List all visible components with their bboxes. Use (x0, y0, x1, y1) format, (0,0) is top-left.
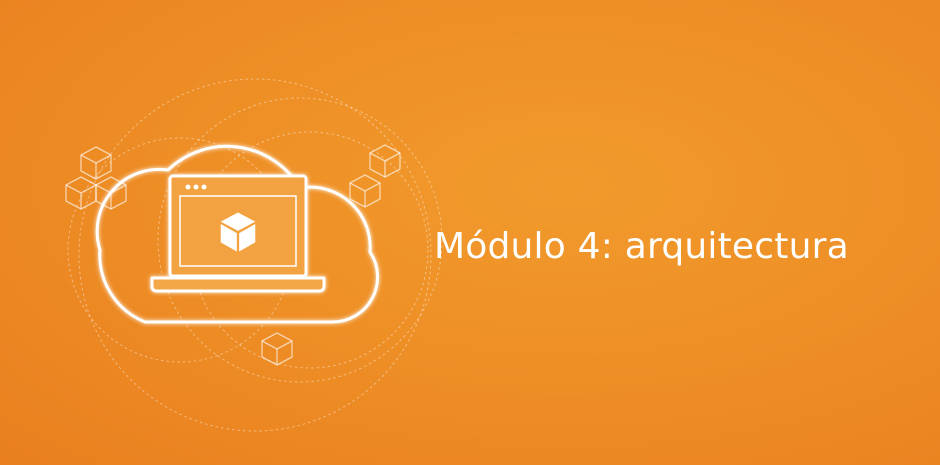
cube-stack-icon (65, 146, 127, 210)
cube-icon (261, 332, 293, 366)
cloud-icon (95, 144, 380, 324)
cube-stack-icon (349, 144, 401, 208)
cube-icon (220, 212, 256, 252)
laptop-icon (150, 174, 326, 293)
module-title: Módulo 4: arquitectura (434, 226, 849, 267)
